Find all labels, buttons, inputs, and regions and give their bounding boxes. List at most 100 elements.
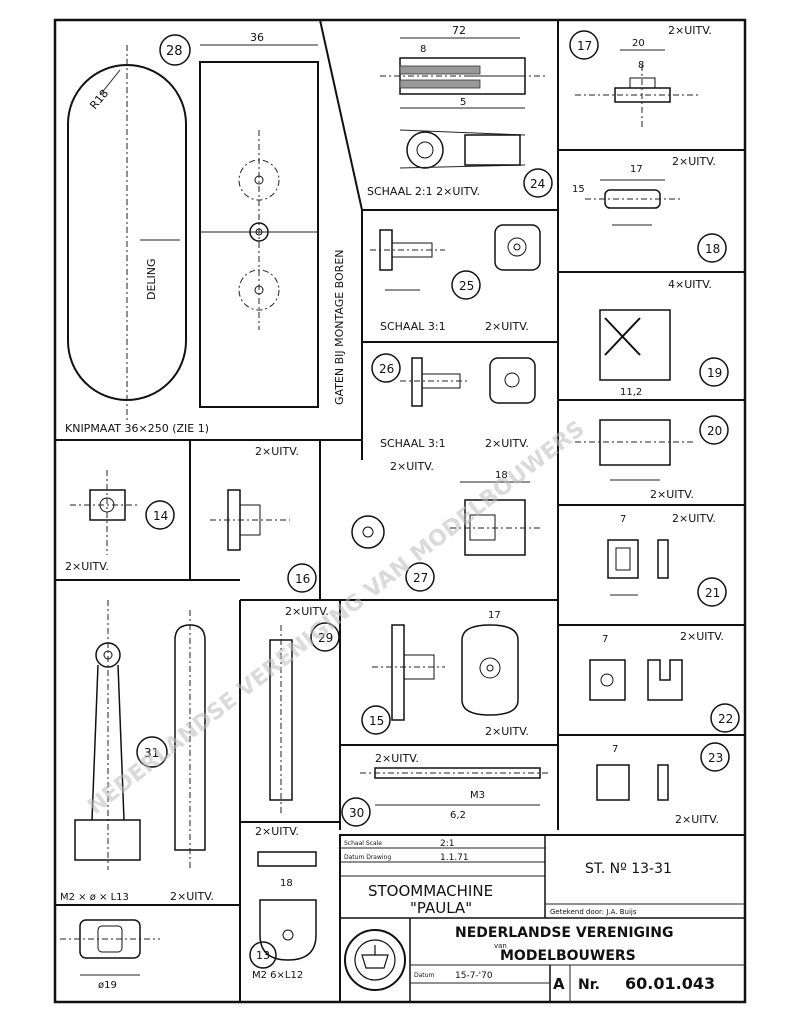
qty-14: 2×UITV. — [65, 560, 109, 573]
part-number-29: 29 — [318, 631, 333, 645]
panel-27: 2×UITV. 18 27 — [351, 460, 540, 592]
part-number-31: 31 — [144, 746, 159, 760]
dim-13-a: 18 — [280, 878, 293, 889]
width-dim-28: 36 — [250, 31, 264, 44]
scale-25: SCHAAL 3:1 — [380, 320, 446, 333]
note-13: M2 6×L12 — [252, 970, 303, 981]
scale-26: SCHAAL 3:1 — [380, 437, 446, 450]
panel-17: 17 2×UITV. 20 8 — [569, 24, 712, 130]
qty-23: 2×UITV. — [675, 813, 719, 826]
panel-13: 2×UITV. 18 13 M2 6×L12 — [249, 825, 317, 981]
panel-22: 2×UITV. 7 22 — [589, 630, 740, 733]
qty-27: 2×UITV. — [390, 460, 434, 473]
deling-label: DELING — [145, 258, 158, 300]
panel-25: 25 SCHAAL 3:1 2×UITV. — [370, 224, 541, 333]
part-number-23: 23 — [708, 751, 723, 765]
qty-18: 2×UITV. — [672, 155, 716, 168]
drawn-by: Getekend door: J.A. Buijs — [550, 908, 637, 916]
schaal-value: 2:1 — [440, 839, 454, 849]
panel-28: R18 DELING 28 36 GATEN BIJ MONTAGE BOREN… — [65, 31, 346, 435]
qty-26: 2×UITV. — [485, 437, 529, 450]
dim-32-a: ø19 — [98, 980, 117, 991]
dim-21-a: 7 — [620, 514, 626, 525]
note-31: M2 × ø × L13 — [60, 892, 129, 903]
dim-27-a: 18 — [495, 470, 508, 481]
nr-value: 60.01.043 — [625, 974, 715, 993]
part-number-14: 14 — [153, 509, 168, 523]
part-number-25: 25 — [459, 279, 474, 293]
knipmaat-caption: KNIPMAAT 36×250 (ZIE 1) — [65, 422, 209, 435]
panel-31: 31 M2 × ø × L13 2×UITV. — [60, 600, 214, 903]
caption-24: SCHAAL 2:1 2×UITV. — [367, 185, 480, 198]
panel-19: 4×UITV. 11,2 19 — [599, 278, 729, 398]
panel-14: 14 2×UITV. — [65, 470, 175, 573]
qty-20: 2×UITV. — [650, 488, 694, 501]
qty-31: 2×UITV. — [170, 890, 214, 903]
part-number-22: 22 — [718, 712, 733, 726]
association-logo — [344, 929, 406, 991]
part-number-15: 15 — [369, 714, 384, 728]
dim-30-a: M3 — [470, 790, 485, 801]
qty-13: 2×UITV. — [255, 825, 299, 838]
schaal-label: Schaal Scale — [344, 840, 382, 847]
watermark: NEDERLANDSE VERENIGING VAN MODELBOUWERS — [83, 417, 589, 820]
reference-number: ST. Nº 13-31 — [585, 861, 672, 877]
qty-15: 2×UITV. — [485, 725, 529, 738]
dim-24-top: 72 — [452, 24, 466, 37]
panel-24: 72 8 5 SCHAAL 2:1 2×UITV. 24 — [367, 24, 553, 198]
part-number-28-text: 28 — [166, 44, 183, 59]
part-number-16: 16 — [295, 572, 310, 586]
title-block: Schaal Scale 2:1 Datum Drawing 1.1.71 ST… — [339, 834, 746, 1003]
panel-15: 17 15 2×UITV. — [361, 610, 529, 738]
datum-label: Datum Drawing — [344, 854, 391, 861]
part-number-17: 17 — [577, 39, 592, 53]
part-number-20: 20 — [707, 424, 722, 438]
dim-24-a: 8 — [420, 44, 426, 55]
part-number-27: 27 — [413, 571, 428, 585]
part-number-19: 19 — [707, 366, 722, 380]
part-number-18: 18 — [705, 242, 720, 256]
part-number-26: 26 — [379, 362, 394, 376]
dim-18-a: 17 — [630, 164, 643, 175]
panel-23: 7 23 2×UITV. — [596, 742, 730, 826]
panel-21: 2×UITV. 7 21 — [607, 512, 727, 607]
dim-17-a: 20 — [632, 38, 645, 49]
machine-name: STOOMMACHINE — [368, 882, 493, 900]
part-number-28 — [159, 34, 191, 66]
panel-16: 2×UITV. 16 — [210, 445, 317, 593]
dim-24-b: 5 — [460, 97, 466, 108]
montage-note: GATEN BIJ MONTAGE BOREN — [333, 250, 346, 406]
panel-30: 2×UITV. M3 6,2 30 — [341, 752, 550, 827]
panel-29: 2×UITV. 29 — [269, 605, 340, 815]
dim-23-a: 7 — [612, 744, 618, 755]
panel-32: ø19 — [60, 919, 160, 991]
panel-grid — [55, 19, 745, 1002]
date-row-label: Datum — [414, 972, 434, 979]
part-number-13: 13 — [256, 949, 270, 962]
qty-29: 2×UITV. — [285, 605, 329, 618]
sheet-letter: A — [553, 975, 565, 993]
datum-value: 1.1.71 — [440, 853, 469, 863]
dim-15-a: 17 — [488, 610, 501, 621]
org-line-1: NEDERLANDSE VERENIGING — [455, 925, 673, 941]
qty-30: 2×UITV. — [375, 752, 419, 765]
date-row-value: 15-7-'70 — [455, 971, 493, 981]
dim-30-b: 6,2 — [450, 810, 466, 821]
qty-21: 2×UITV. — [672, 512, 716, 525]
dim-17-b: 8 — [638, 60, 644, 71]
panel-18: 2×UITV. 17 15 18 — [572, 155, 727, 263]
qty-19: 4×UITV. — [668, 278, 712, 291]
qty-22: 2×UITV. — [680, 630, 724, 643]
qty-25: 2×UITV. — [485, 320, 529, 333]
nr-label: Nr. — [578, 977, 600, 993]
dim-18-b: 15 — [572, 184, 585, 195]
part-number-21: 21 — [705, 586, 720, 600]
dim-19-a: 11,2 — [620, 387, 642, 398]
panel-20: 20 2×UITV. — [575, 415, 729, 501]
org-line-2: MODELBOUWERS — [500, 948, 636, 964]
org-connector: van — [494, 942, 507, 950]
dim-22-a: 7 — [602, 634, 608, 645]
radius-dim: R18 — [87, 87, 111, 112]
part-number-30: 30 — [349, 806, 364, 820]
